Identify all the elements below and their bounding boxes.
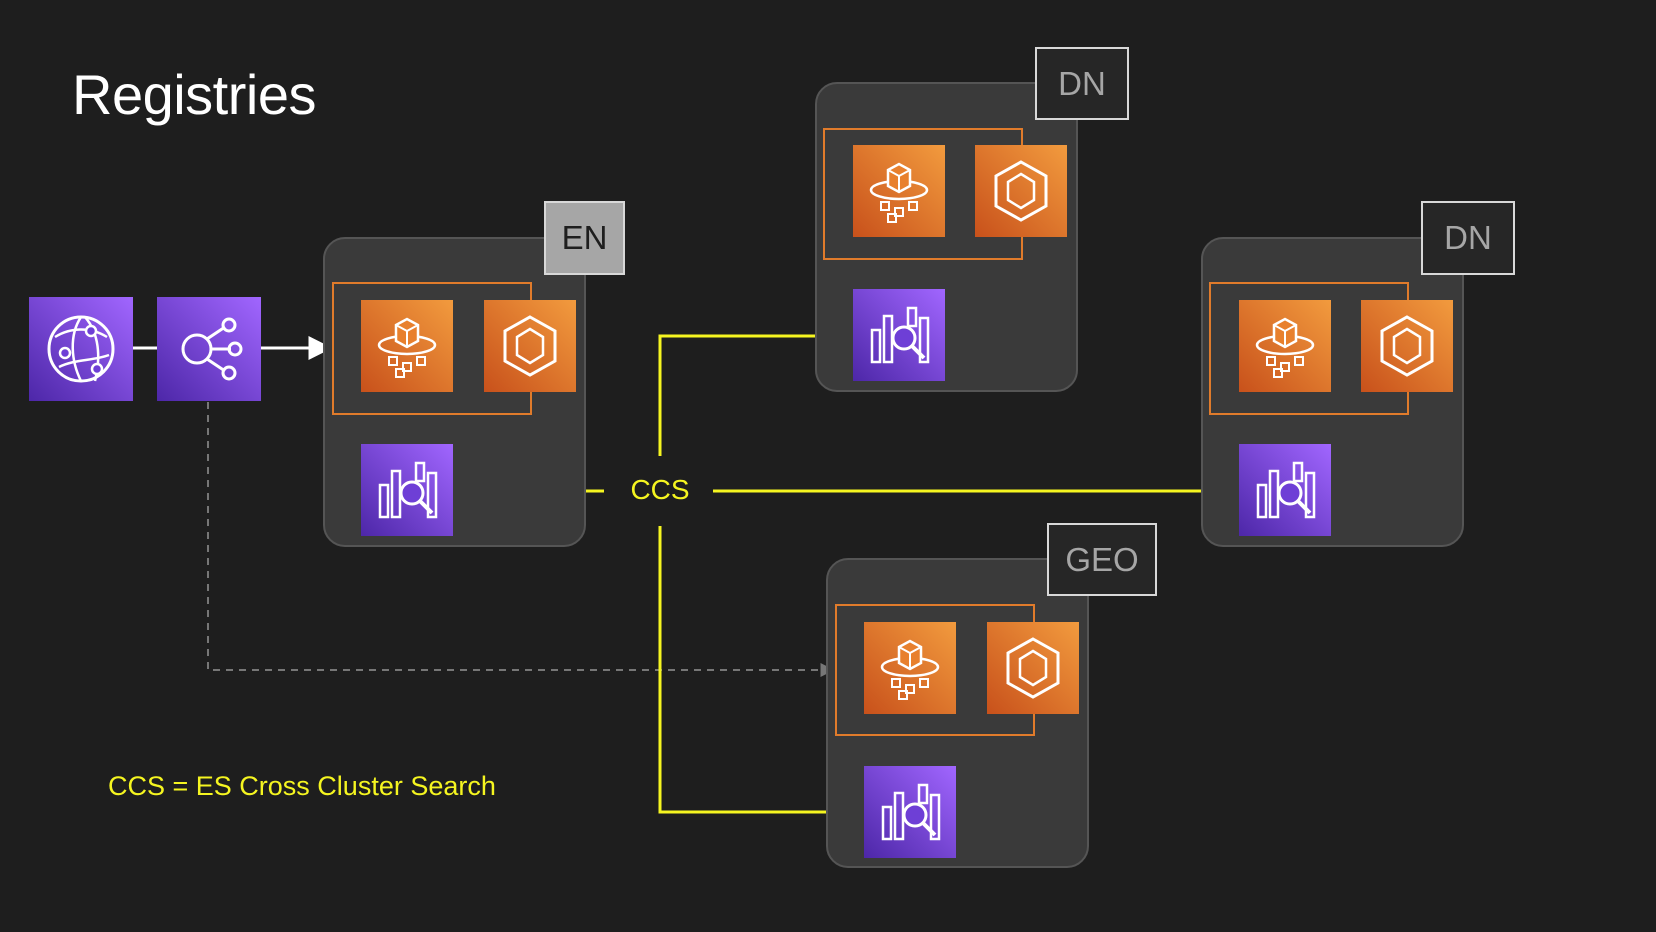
load-balancer-icon [157, 297, 261, 401]
search-cluster-icon [1239, 444, 1331, 536]
search-cluster-icon [853, 289, 945, 381]
ccs-arrow-to-dn-top [658, 324, 854, 456]
federated-service-icon [1239, 300, 1331, 392]
container-registry-icon [1361, 300, 1453, 392]
cluster-tag-geo: GEO [1047, 523, 1157, 596]
ccs-arrow-to-geo [658, 526, 866, 824]
container-registry-icon [484, 300, 576, 392]
globe-network-icon [29, 297, 133, 401]
ccs-connector-label: CCS [630, 474, 690, 505]
search-cluster-icon [864, 766, 956, 858]
ccs-legend: CCS = ES Cross Cluster Search [108, 771, 496, 801]
federated-service-icon [864, 622, 956, 714]
federated-service-icon [853, 145, 945, 237]
cluster-tag-dn-right: DN [1421, 201, 1515, 275]
federated-service-icon [361, 300, 453, 392]
cluster-tag-en: EN [544, 201, 625, 275]
cluster-tag-dn-top: DN [1035, 47, 1129, 120]
search-cluster-icon [361, 444, 453, 536]
container-registry-icon [975, 145, 1067, 237]
cluster-dn-right [1201, 237, 1464, 547]
page-title: Registries [72, 63, 316, 126]
container-registry-icon [987, 622, 1079, 714]
